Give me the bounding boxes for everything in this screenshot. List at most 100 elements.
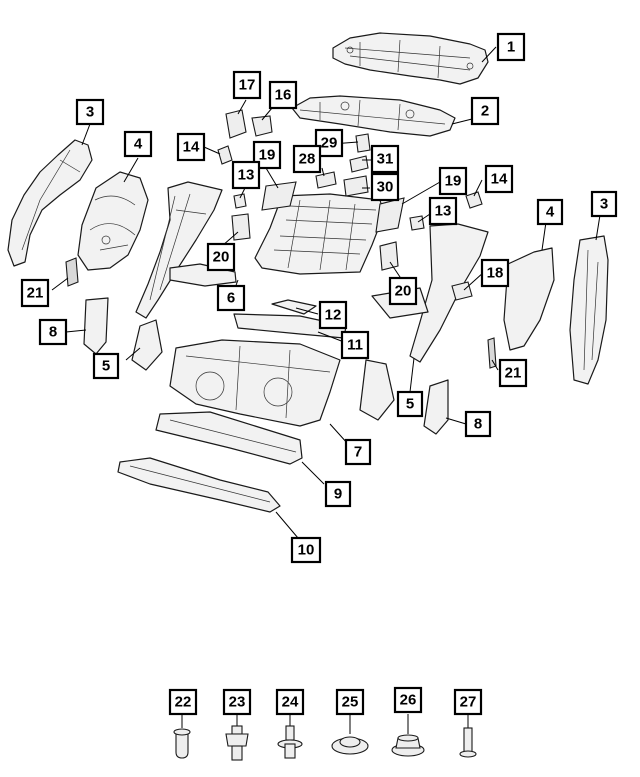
callout-4-right: 4: [536, 198, 564, 226]
callout-9: 9: [324, 480, 352, 508]
callout-26: 26: [393, 686, 423, 714]
hardware-26-nut: [391, 714, 425, 757]
part-13-right-clip: [409, 215, 425, 231]
callout-7: 7: [344, 438, 372, 466]
svg-text:14: 14: [491, 171, 508, 188]
part-1-rear-header: [332, 32, 489, 85]
svg-text:19: 19: [259, 147, 276, 164]
callout-3-left: 3: [75, 98, 105, 126]
callout-1: 1: [496, 32, 526, 62]
callout-27: 27: [453, 688, 483, 716]
callout-18: 18: [480, 258, 510, 288]
part-17-bracket: [225, 109, 247, 139]
svg-text:6: 6: [227, 290, 235, 307]
hardware-23-stud: [225, 714, 249, 761]
svg-text:5: 5: [406, 396, 414, 413]
part-10-rear-panel: [117, 457, 281, 513]
callout-10: 10: [290, 536, 322, 564]
svg-text:16: 16: [275, 87, 292, 104]
callout-29: 29: [314, 128, 344, 158]
svg-text:27: 27: [460, 694, 477, 711]
svg-text:21: 21: [505, 365, 522, 382]
part-18-bracket: [451, 281, 473, 301]
callout-23: 23: [222, 688, 252, 716]
part-20-right-bracket: [379, 241, 399, 271]
svg-text:3: 3: [86, 104, 94, 121]
hardware-25-grommet: [331, 714, 369, 755]
svg-text:2: 2: [481, 103, 489, 120]
part-8-right-extension: [423, 379, 449, 435]
part-21-right-bracket: [487, 337, 497, 369]
callout-13-left: 13: [231, 160, 261, 190]
hardware-27-stud: [459, 714, 477, 758]
part-14-left-clip: [217, 145, 233, 165]
part-7-right-bracket: [359, 359, 395, 421]
part-3-left-quarter: [7, 139, 93, 267]
svg-text:21: 21: [27, 285, 44, 302]
part-7-rear-floor: [169, 339, 341, 427]
svg-text:31: 31: [377, 151, 394, 168]
svg-text:8: 8: [474, 416, 482, 433]
part-29-bracket: [355, 133, 371, 153]
svg-text:19: 19: [445, 173, 462, 190]
callout-5-right: 5: [396, 390, 424, 418]
callout-5-left: 5: [92, 352, 120, 380]
callout-17: 17: [232, 70, 262, 100]
svg-text:4: 4: [134, 136, 143, 153]
part-19-left-bracket: [261, 181, 297, 211]
part-4-right-wheelhouse: [503, 247, 555, 351]
part-31-bracket: [349, 155, 369, 173]
callout-12: 12: [318, 300, 348, 330]
svg-text:20: 20: [395, 283, 412, 300]
svg-text:5: 5: [102, 358, 110, 375]
svg-text:25: 25: [342, 694, 359, 711]
svg-text:11: 11: [347, 337, 363, 354]
svg-text:18: 18: [487, 265, 504, 282]
callout-21-right: 21: [498, 358, 528, 388]
part-9-crossmember: [155, 411, 303, 465]
part-13-left-clip: [233, 193, 247, 209]
svg-text:26: 26: [400, 692, 417, 709]
hardware-24-bolt: [277, 714, 303, 759]
callout-14-right: 14: [484, 164, 514, 194]
part-28-bracket: [315, 171, 337, 189]
svg-text:24: 24: [282, 694, 299, 711]
callout-30: 30: [370, 172, 400, 202]
svg-text:22: 22: [175, 694, 192, 711]
callout-20-right: 20: [388, 276, 418, 306]
part-16-bracket: [251, 115, 273, 137]
callout-4-left: 4: [123, 130, 153, 158]
callout-31: 31: [370, 144, 400, 174]
svg-text:13: 13: [435, 203, 452, 220]
svg-text:1: 1: [507, 39, 515, 56]
svg-text:20: 20: [213, 249, 230, 266]
svg-text:23: 23: [229, 694, 246, 711]
callout-28: 28: [292, 144, 322, 174]
callout-22: 22: [168, 688, 198, 716]
part-rear-floor-pan: [254, 193, 385, 275]
svg-text:7: 7: [354, 444, 362, 461]
callout-14-left: 14: [176, 132, 206, 162]
svg-text:8: 8: [49, 324, 57, 341]
callout-16: 16: [268, 80, 298, 110]
part-5-left-bracket: [131, 319, 163, 371]
callout-24: 24: [275, 688, 305, 716]
part-20-left-bracket: [231, 213, 251, 241]
callout-21-left: 21: [20, 278, 50, 308]
svg-text:29: 29: [321, 135, 338, 152]
part-8-left-extension: [83, 297, 109, 355]
part-30-plate: [343, 175, 369, 197]
svg-text:28: 28: [299, 151, 316, 168]
callout-13-right: 13: [428, 196, 458, 226]
hardware-22-plug: [173, 714, 191, 759]
svg-text:13: 13: [238, 167, 255, 184]
svg-text:17: 17: [239, 77, 256, 94]
callout-3-right: 3: [590, 190, 618, 218]
callout-19-right: 19: [438, 166, 468, 196]
svg-text:3: 3: [600, 196, 608, 213]
callout-2: 2: [470, 96, 500, 126]
part-3-right-quarter: [569, 235, 609, 385]
callout-8-left: 8: [38, 318, 68, 346]
callout-25: 25: [335, 688, 365, 716]
